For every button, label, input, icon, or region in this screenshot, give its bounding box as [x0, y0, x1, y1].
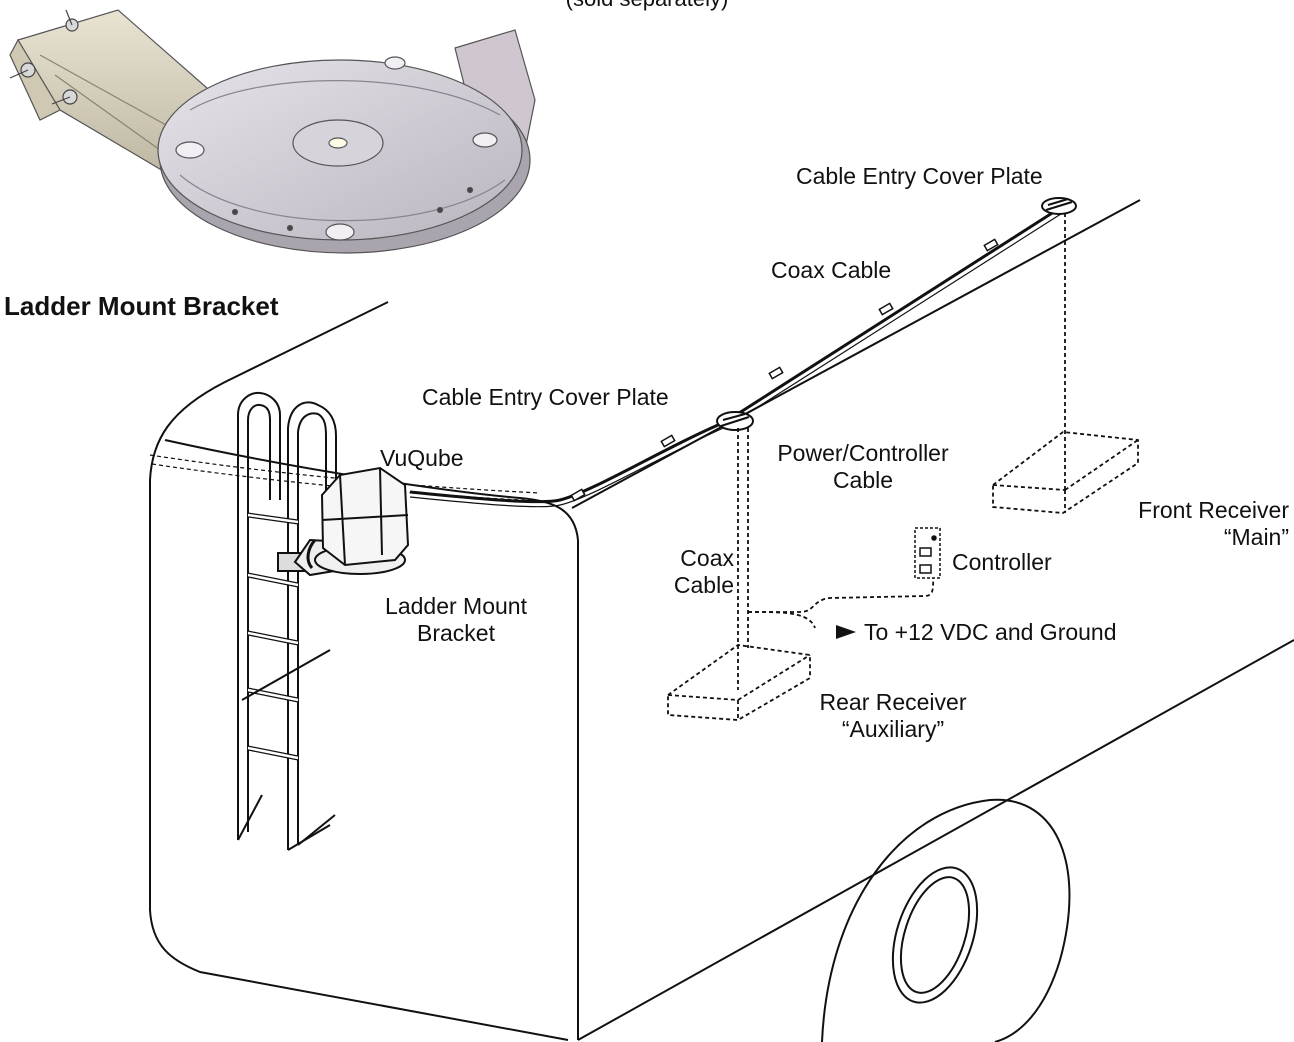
ladder: [237, 391, 337, 851]
controller-unit: [914, 527, 941, 579]
label-front-receiver: Front Receiver “Main”: [1100, 497, 1289, 551]
label-vuqube: VuQube: [380, 445, 464, 471]
cable-entry-plates: [716, 197, 1077, 431]
label-front-receiver-line2: “Main”: [1223, 524, 1289, 550]
vuqube-antenna: [277, 466, 410, 577]
label-cable-entry-mid: Cable Entry Cover Plate: [422, 384, 669, 410]
label-power-source: To +12 VDC and Ground: [864, 619, 1117, 645]
label-front-receiver-line1: Front Receiver: [1138, 497, 1289, 523]
coax-cable-route: [409, 206, 1065, 508]
label-coax-cable-side: Coax Cable: [640, 545, 734, 599]
label-power-controller-line1: Power/Controller: [777, 440, 949, 466]
label-coax-side-line2: Cable: [673, 572, 734, 598]
label-ladder-mount-bracket: Ladder Mount Bracket: [346, 593, 566, 647]
label-rear-receiver: Rear Receiver “Auxiliary”: [796, 689, 990, 743]
front-receiver-box: [992, 431, 1139, 514]
cable-clips: [570, 238, 999, 502]
internal-cable-runs: [737, 213, 1066, 690]
label-coax-cable-top: Coax Cable: [771, 257, 892, 283]
label-ladder-bracket-line1: Ladder Mount: [385, 593, 527, 619]
label-cable-entry-top: Cable Entry Cover Plate: [796, 163, 1043, 189]
label-ladder-bracket-line2: Bracket: [417, 620, 495, 646]
bracket-illustration: [9, 9, 536, 254]
top-caption: (sold separately): [0, 0, 1294, 12]
inset-title: Ladder Mount Bracket: [4, 291, 279, 321]
rv-body: [149, 199, 1294, 1041]
label-coax-side-line1: Coax: [680, 545, 734, 571]
label-power-controller-cable: Power/Controller Cable: [758, 440, 968, 494]
rv-wheel: [821, 798, 1071, 1042]
label-power-controller-line2: Cable: [832, 467, 894, 493]
rear-receiver-box: [667, 644, 811, 721]
label-rear-receiver-line2: “Auxiliary”: [841, 716, 945, 742]
label-rear-receiver-line1: Rear Receiver: [819, 689, 967, 715]
power-arrow: [836, 625, 856, 639]
label-controller: Controller: [952, 549, 1052, 575]
